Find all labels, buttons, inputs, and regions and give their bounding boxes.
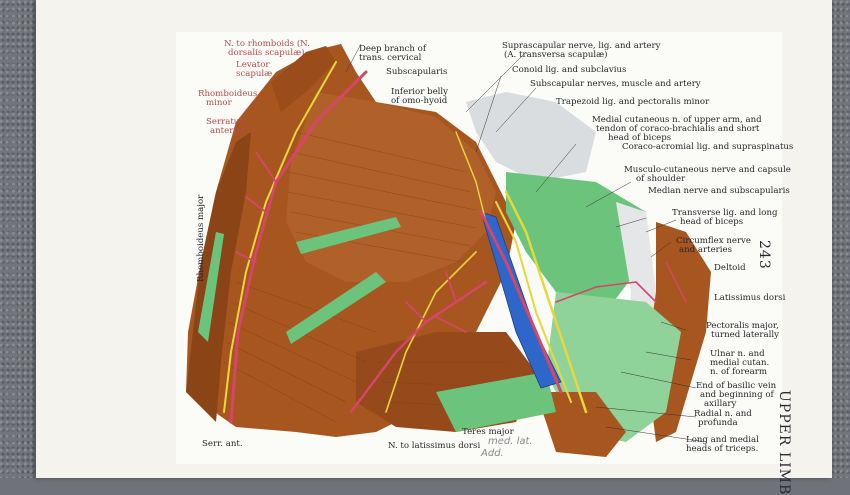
label-circumflex-2: and arteries bbox=[679, 245, 733, 255]
label-serratus: Serratus bbox=[206, 117, 244, 127]
label-n-to-rhomboids: N. to rhomboids (N. bbox=[224, 39, 310, 49]
page-number: 243 bbox=[756, 240, 772, 270]
label-median-nerve: Median nerve and subscapularis bbox=[648, 186, 790, 196]
label-transversa: (A. transversa scapulæ) bbox=[504, 50, 608, 60]
anatomy-figure bbox=[186, 43, 711, 457]
label-deltoid: Deltoid bbox=[714, 263, 746, 273]
green-serratus-band bbox=[198, 232, 224, 342]
label-pectoralis-1: Pectoralis major, bbox=[706, 321, 779, 331]
label-subscapular-nerves: Subscapular nerves, muscle and artery bbox=[530, 79, 701, 89]
label-scapulae: scapulæ bbox=[236, 69, 273, 79]
book-page: N. to rhomboids (N. dorsalis scapulæ) Le… bbox=[36, 0, 832, 495]
label-n-latissimus: N. to latissimus dorsi bbox=[388, 441, 481, 451]
label-musculo-1: Musculo-cutaneous nerve and capsule bbox=[624, 165, 791, 175]
label-teres-major: Teres major bbox=[462, 427, 514, 437]
label-subscapularis: Subscapularis bbox=[386, 67, 448, 77]
label-rhomboideus: Rhomboideus bbox=[198, 89, 258, 99]
label-conoid: Conoid lig. and subclavius bbox=[512, 65, 627, 75]
label-circumflex-1: Circumflex nerve bbox=[676, 236, 751, 246]
label-latissimus: Latissimus dorsi bbox=[714, 293, 786, 303]
label-suprascapular: Suprascapular nerve, lig. and artery bbox=[502, 41, 661, 51]
handwritten-note-2: Add. bbox=[481, 448, 504, 459]
label-rhomboideus-major: Rhomboideus major bbox=[196, 194, 206, 282]
label-pectoralis-2: turned laterally bbox=[711, 330, 779, 340]
nerves bbox=[223, 61, 588, 414]
label-musculo-2: of shoulder bbox=[636, 174, 686, 184]
label-ulnar-2: medial cutan. bbox=[710, 358, 770, 368]
green-tendon-1 bbox=[296, 217, 401, 254]
label-anterior: anterior bbox=[210, 126, 246, 136]
label-deep-branch: Deep branch of bbox=[359, 44, 426, 54]
label-inferior-belly: Inferior belly bbox=[391, 87, 449, 97]
levator-muscle bbox=[271, 46, 336, 112]
label-long-medial-1: Long and medial bbox=[686, 435, 759, 445]
arteries bbox=[229, 70, 687, 424]
label-ulnar-1: Ulnar n. and bbox=[710, 349, 765, 359]
label-long-medial-2: heads of triceps. bbox=[686, 444, 759, 454]
label-radial-2: profunda bbox=[698, 418, 738, 428]
label-medial-cutaneous-1: Medial cutaneous n. of upper arm, and bbox=[592, 115, 762, 125]
anatomy-plate: N. to rhomboids (N. dorsalis scapulæ) Le… bbox=[176, 32, 793, 464]
label-transverse-lig-1: Transverse lig. and long bbox=[672, 208, 778, 218]
label-radial-1: Radial n. and bbox=[694, 409, 752, 419]
label-levator: Levator bbox=[236, 60, 270, 70]
label-ulnar-3: n. of forearm bbox=[710, 367, 768, 377]
label-minor: minor bbox=[206, 98, 232, 108]
label-medial-cutaneous-3: head of biceps bbox=[608, 133, 672, 143]
label-trapezoid: Trapezoid lig. and pectoralis minor bbox=[556, 97, 710, 107]
label-medial-cutaneous-2: tendon of coraco-brachialis and short bbox=[596, 124, 760, 134]
ligament-region bbox=[466, 92, 596, 182]
label-basilic-1: End of basilic vein bbox=[696, 381, 777, 391]
label-transverse-lig-2: head of biceps bbox=[680, 217, 744, 227]
handwritten-note-1: med. lat. bbox=[488, 436, 533, 447]
label-basilic-3: axillary bbox=[704, 399, 737, 409]
label-basilic-2: and beginning of bbox=[700, 390, 774, 400]
green-shoulder-muscle bbox=[506, 172, 646, 312]
triceps-muscle bbox=[536, 392, 626, 457]
label-omo-hyoid: of omo-hyoid bbox=[391, 96, 448, 106]
label-trans-cervical: trans. cervical bbox=[359, 53, 422, 63]
label-serr-ant: Serr. ant. bbox=[202, 439, 243, 449]
green-tendon-2 bbox=[286, 272, 386, 344]
label-coraco-acromial: Coraco-acromial lig. and supraspinatus bbox=[622, 142, 794, 152]
running-head: UPPER LIMB bbox=[776, 390, 792, 495]
leader-lines bbox=[345, 43, 707, 443]
green-forearm-tendon bbox=[436, 372, 556, 432]
rhomboid-strip bbox=[186, 132, 251, 422]
label-dorsalis-scapulae: dorsalis scapulæ) bbox=[228, 48, 305, 58]
